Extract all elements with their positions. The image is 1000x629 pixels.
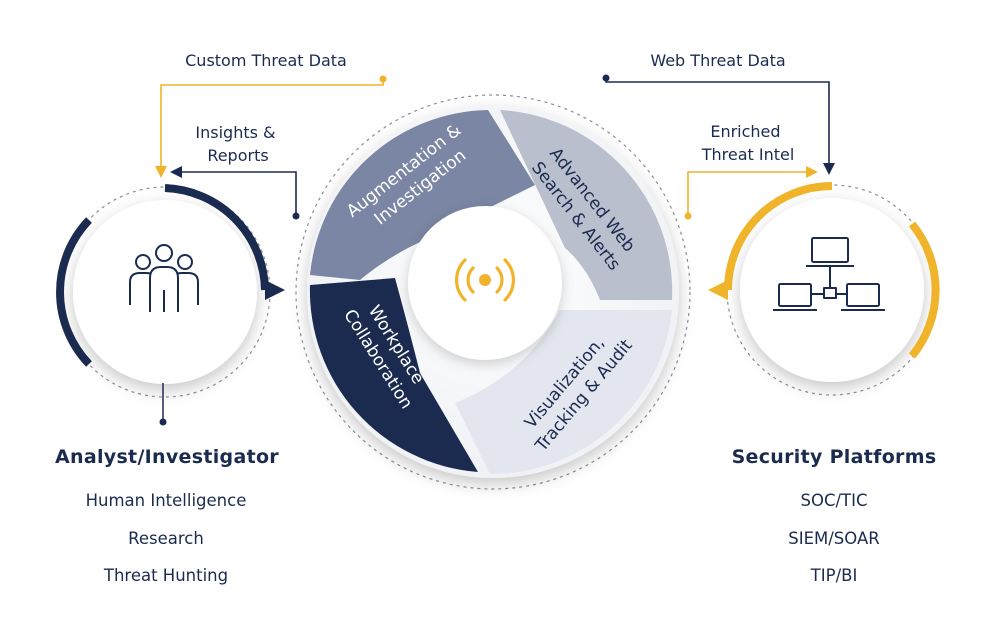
analyst-output-arrow: [265, 280, 285, 300]
people-group-icon: [129, 244, 199, 312]
analyst-item-human-intelligence: Human Intelligence: [86, 491, 247, 510]
enriched-threat-intel-label: Enriched Threat Intel: [701, 122, 795, 164]
segment-augmentation: [310, 110, 535, 280]
flow-enriched-threat-intel: Enriched Threat Intel: [684, 122, 818, 220]
custom-data-arrowhead: [155, 166, 167, 178]
network-computers-icon: [773, 237, 885, 311]
flow-insights-reports: Insights & Reports: [170, 123, 300, 220]
web-threat-data-label: Web Threat Data: [650, 51, 785, 70]
security-node: [708, 182, 940, 396]
process-wheel: Augmentation & Investigation Advanced We…: [295, 94, 691, 490]
insights-reports-label: Insights & Reports: [195, 123, 280, 165]
custom-threat-data-label: Custom Threat Data: [185, 51, 347, 70]
segment-collaboration: [309, 278, 478, 472]
analyst-title: Analyst/Investigator: [55, 446, 279, 468]
segment-visualization: [455, 310, 672, 475]
security-output-arrow: [708, 280, 728, 300]
analyst-connector-dot: [159, 418, 167, 426]
analyst-item-threat-hunting: Threat Hunting: [103, 566, 228, 585]
web-data-arrowhead: [823, 163, 835, 175]
security-title: Security Platforms: [732, 446, 937, 468]
analyst-arc-top: [164, 184, 269, 291]
security-item-soc-tic: SOC/TIC: [800, 491, 867, 510]
security-arc-top: [724, 182, 833, 291]
wheel-dashed-ring: [295, 94, 691, 490]
enriched-arrowhead: [806, 166, 818, 178]
insights-arrowhead: [170, 166, 182, 178]
segment-web-search: [500, 110, 673, 300]
broadcast-signal-icon: [455, 258, 515, 302]
flow-web-threat-data: Web Threat Data: [602, 51, 835, 175]
analyst-item-research: Research: [128, 529, 204, 548]
security-item-siem-soar: SIEM/SOAR: [788, 529, 879, 548]
security-item-tip-bi: TIP/BI: [810, 566, 858, 585]
analyst-arc-left: [56, 217, 92, 367]
security-arc-right: [908, 221, 940, 359]
flow-custom-threat-data: Custom Threat Data: [155, 51, 387, 178]
analyst-node: [56, 184, 285, 426]
